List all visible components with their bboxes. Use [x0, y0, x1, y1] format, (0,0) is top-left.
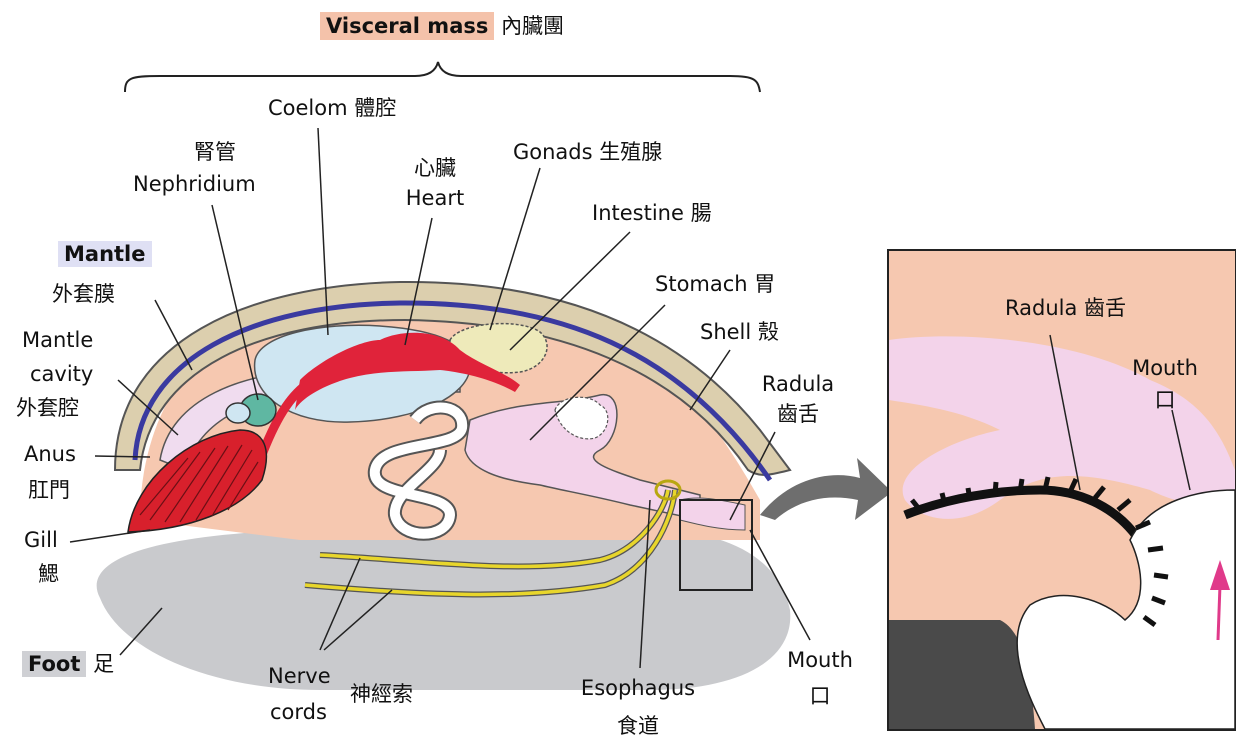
visceral-mass-zh: 內臟團	[501, 14, 564, 38]
foot-zh: 足	[93, 652, 114, 676]
mantle-cavity-zh-label: 外套腔	[16, 396, 79, 421]
gill-zh-label: 鰓	[38, 562, 59, 587]
mouth-label: Mouth	[770, 648, 870, 673]
heart-label: Heart	[395, 186, 475, 211]
radula-zh-label: 齒舌	[748, 402, 848, 427]
inset-lower-area	[889, 620, 1035, 729]
inset-panel	[888, 250, 1236, 730]
nephridium-label: Nephridium	[133, 172, 256, 197]
leader-anus	[95, 456, 150, 457]
foot	[97, 530, 791, 690]
inset-up-arrow	[1218, 585, 1220, 640]
visceral-mass-label: Visceral mass 內臟團	[320, 14, 564, 39]
foot-box: Foot	[22, 651, 86, 677]
esophagus-label: Esophagus	[558, 676, 718, 701]
heart-zh-label: 心臟	[395, 156, 475, 181]
nephridium-zh-label: 腎管	[165, 140, 265, 165]
foot-label: Foot 足	[22, 652, 114, 677]
mantle-label: Mantle	[58, 242, 152, 267]
shell-label: Shell 殼	[700, 320, 779, 345]
coelom-label: Coelom 體腔	[268, 96, 396, 121]
nephridium-b	[226, 403, 250, 423]
intestine-label: Intestine 腸	[592, 201, 712, 226]
inset-radula-label: Radula 齒舌	[1005, 296, 1126, 321]
gill-label: Gill	[24, 528, 58, 553]
anus-zh-label: 肛門	[28, 478, 70, 503]
inset-mouth-label: Mouth	[1110, 356, 1220, 381]
visceral-mass-title: Visceral mass	[320, 12, 494, 40]
esophagus-zh-label: 食道	[598, 714, 678, 739]
mantle-cavity-label-1: Mantle	[22, 328, 93, 353]
gonads-label: Gonads 生殖腺	[513, 140, 662, 165]
nerve-cords-label-1: Nerve	[268, 664, 331, 689]
anus-label: Anus	[24, 442, 76, 467]
leader-gill	[70, 530, 150, 542]
nerve-cords-zh-label: 神經索	[350, 682, 413, 707]
mouth-zh-label: 口	[770, 684, 870, 709]
mantle-cavity-label-2: cavity	[30, 362, 93, 387]
radula-label: Radula	[748, 372, 848, 397]
stomach-label: Stomach 胃	[655, 272, 775, 297]
inset-mouth-zh-label: 口	[1110, 388, 1220, 413]
visceral-mass-bracket	[125, 62, 760, 92]
mantle-zh-label: 外套膜	[52, 282, 115, 307]
mantle-box: Mantle	[58, 241, 152, 267]
nerve-cords-label-2: cords	[270, 700, 327, 725]
